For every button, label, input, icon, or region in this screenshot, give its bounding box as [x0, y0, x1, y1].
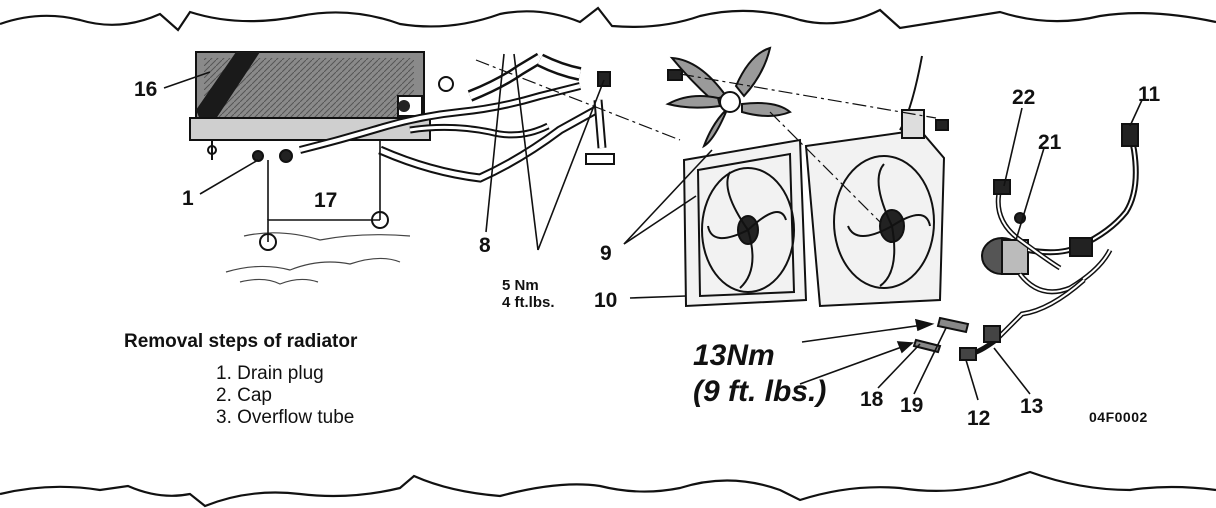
callout-8: 8	[479, 234, 491, 257]
callout-11: 11	[1138, 83, 1161, 106]
callout-13: 13	[1020, 395, 1044, 418]
torque-large-metric: 13Nm	[693, 339, 775, 372]
torn-edge-top	[0, 6, 1216, 32]
removal-step-3: 3. Overflow tube	[216, 407, 355, 428]
torque-spec-large: 13Nm (9 ft. lbs.)	[693, 338, 826, 410]
fan-shroud-drawing	[682, 55, 946, 308]
callout-1: 1	[182, 187, 194, 210]
ground-squiggles	[225, 232, 411, 285]
figure-code: 04F0002	[1089, 409, 1148, 425]
fan-blade-drawing	[665, 46, 792, 149]
center-lines	[475, 59, 937, 223]
motor-harness-drawing	[912, 123, 1139, 361]
torque-large-imperial: (9 ft. lbs.)	[693, 375, 827, 408]
callout-21: 21	[1038, 131, 1062, 154]
removal-step-2: 2. Cap	[216, 385, 272, 406]
callout-19: 19	[900, 394, 924, 417]
torn-edge-bottom	[0, 470, 1216, 508]
callout-17: 17	[314, 189, 338, 212]
removal-step-1: 1. Drain plug	[216, 363, 324, 384]
callout-10: 10	[594, 289, 618, 312]
callout-16: 16	[134, 78, 158, 101]
removal-steps-title: Removal steps of radiator	[124, 331, 358, 352]
callout-22: 22	[1012, 86, 1036, 109]
callout-9: 9	[600, 242, 612, 265]
torque-small-imperial: 4 ft.lbs.	[502, 294, 555, 311]
callout-12: 12	[967, 407, 991, 430]
callout-18: 18	[860, 388, 884, 411]
leader-lines	[163, 53, 1143, 401]
torque-small-metric: 5 Nm	[502, 277, 539, 294]
removal-steps-list: 1. Drain plug 2. Cap 3. Overflow tube	[216, 363, 354, 429]
torque-spec-small: 5 Nm 4 ft.lbs.	[502, 277, 555, 311]
